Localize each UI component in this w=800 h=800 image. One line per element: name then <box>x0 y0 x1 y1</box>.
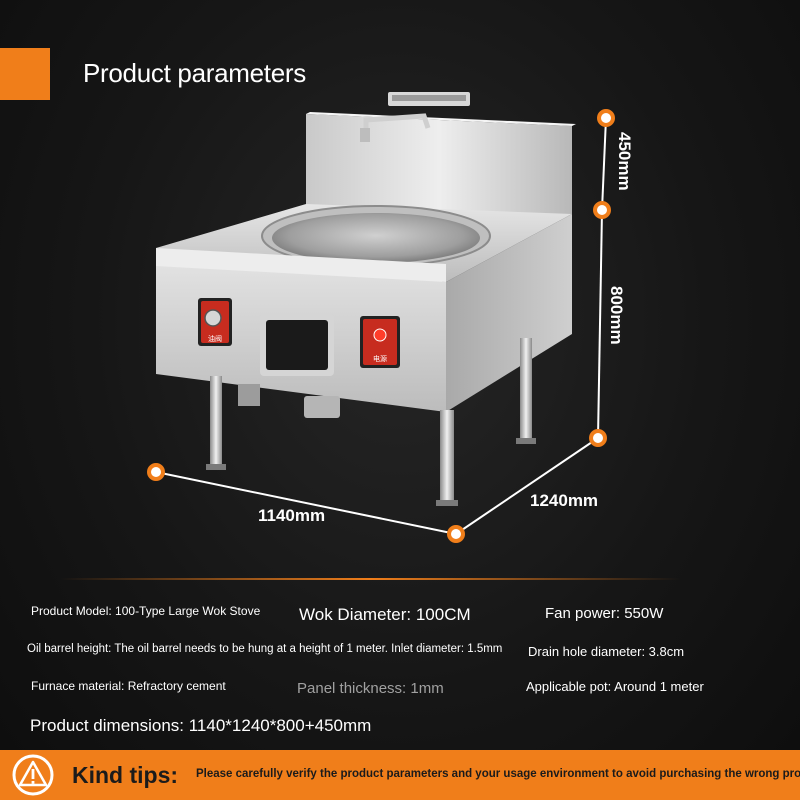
leg-front-right <box>440 410 454 504</box>
page-title: Product parameters <box>83 58 306 88</box>
power-button-icon <box>373 328 387 342</box>
oil-valve-label: 油阀 <box>208 334 222 343</box>
knob-icon <box>204 309 222 327</box>
spec-product-dimensions: Product dimensions: 1140*1240*800+450mm <box>30 716 372 735</box>
warning-icon <box>12 754 54 796</box>
spec-applicable-pot: Applicable pot: Around 1 meter <box>526 679 704 694</box>
spec-oil-barrel: Oil barrel height: The oil barrel needs … <box>27 643 503 655</box>
wok-bowl <box>272 213 480 263</box>
power-label: 电源 <box>373 354 387 363</box>
backsplash-dimension: 450mm <box>615 132 634 191</box>
header-accent-block <box>0 48 50 100</box>
faucet-icon <box>360 92 470 142</box>
marker-icon <box>589 429 607 447</box>
marker-icon <box>447 525 465 543</box>
tips-title: Kind tips: <box>72 762 179 788</box>
spec-wok-diameter: Wok Diameter: 100CM <box>299 605 471 624</box>
depth-dimension: 1240mm <box>530 491 599 510</box>
leg-back-right <box>520 338 532 442</box>
marker-icon <box>593 201 611 219</box>
fire-window <box>266 320 328 370</box>
marker-icon <box>597 109 615 127</box>
backsplash-guide <box>601 117 607 211</box>
wok-stove-image: 油阀 电源 <box>147 92 615 543</box>
spec-furnace-material: Furnace material: Refractory cement <box>31 679 226 693</box>
marker-icon <box>147 463 165 481</box>
spec-model: Product Model: 100-Type Large Wok Stove <box>31 604 261 618</box>
backsplash-panel <box>306 114 572 226</box>
width-dimension: 1140mm <box>258 506 326 525</box>
leg-front-left <box>210 376 222 468</box>
tips-text: Please carefully verify the product para… <box>196 768 800 780</box>
spec-fan-power: Fan power: 550W <box>545 605 664 622</box>
spec-panel-thickness: Panel thickness: 1mm <box>297 680 444 697</box>
section-divider <box>60 578 680 580</box>
width-guide <box>155 471 457 535</box>
spec-drain-hole: Drain hole diameter: 3.8cm <box>528 644 685 659</box>
side-panel <box>446 214 572 412</box>
tips-bar <box>0 750 800 800</box>
power-panel <box>363 319 397 365</box>
height-dimension: 800mm <box>607 286 626 345</box>
depth-guide <box>455 437 599 535</box>
height-guide <box>597 209 603 439</box>
